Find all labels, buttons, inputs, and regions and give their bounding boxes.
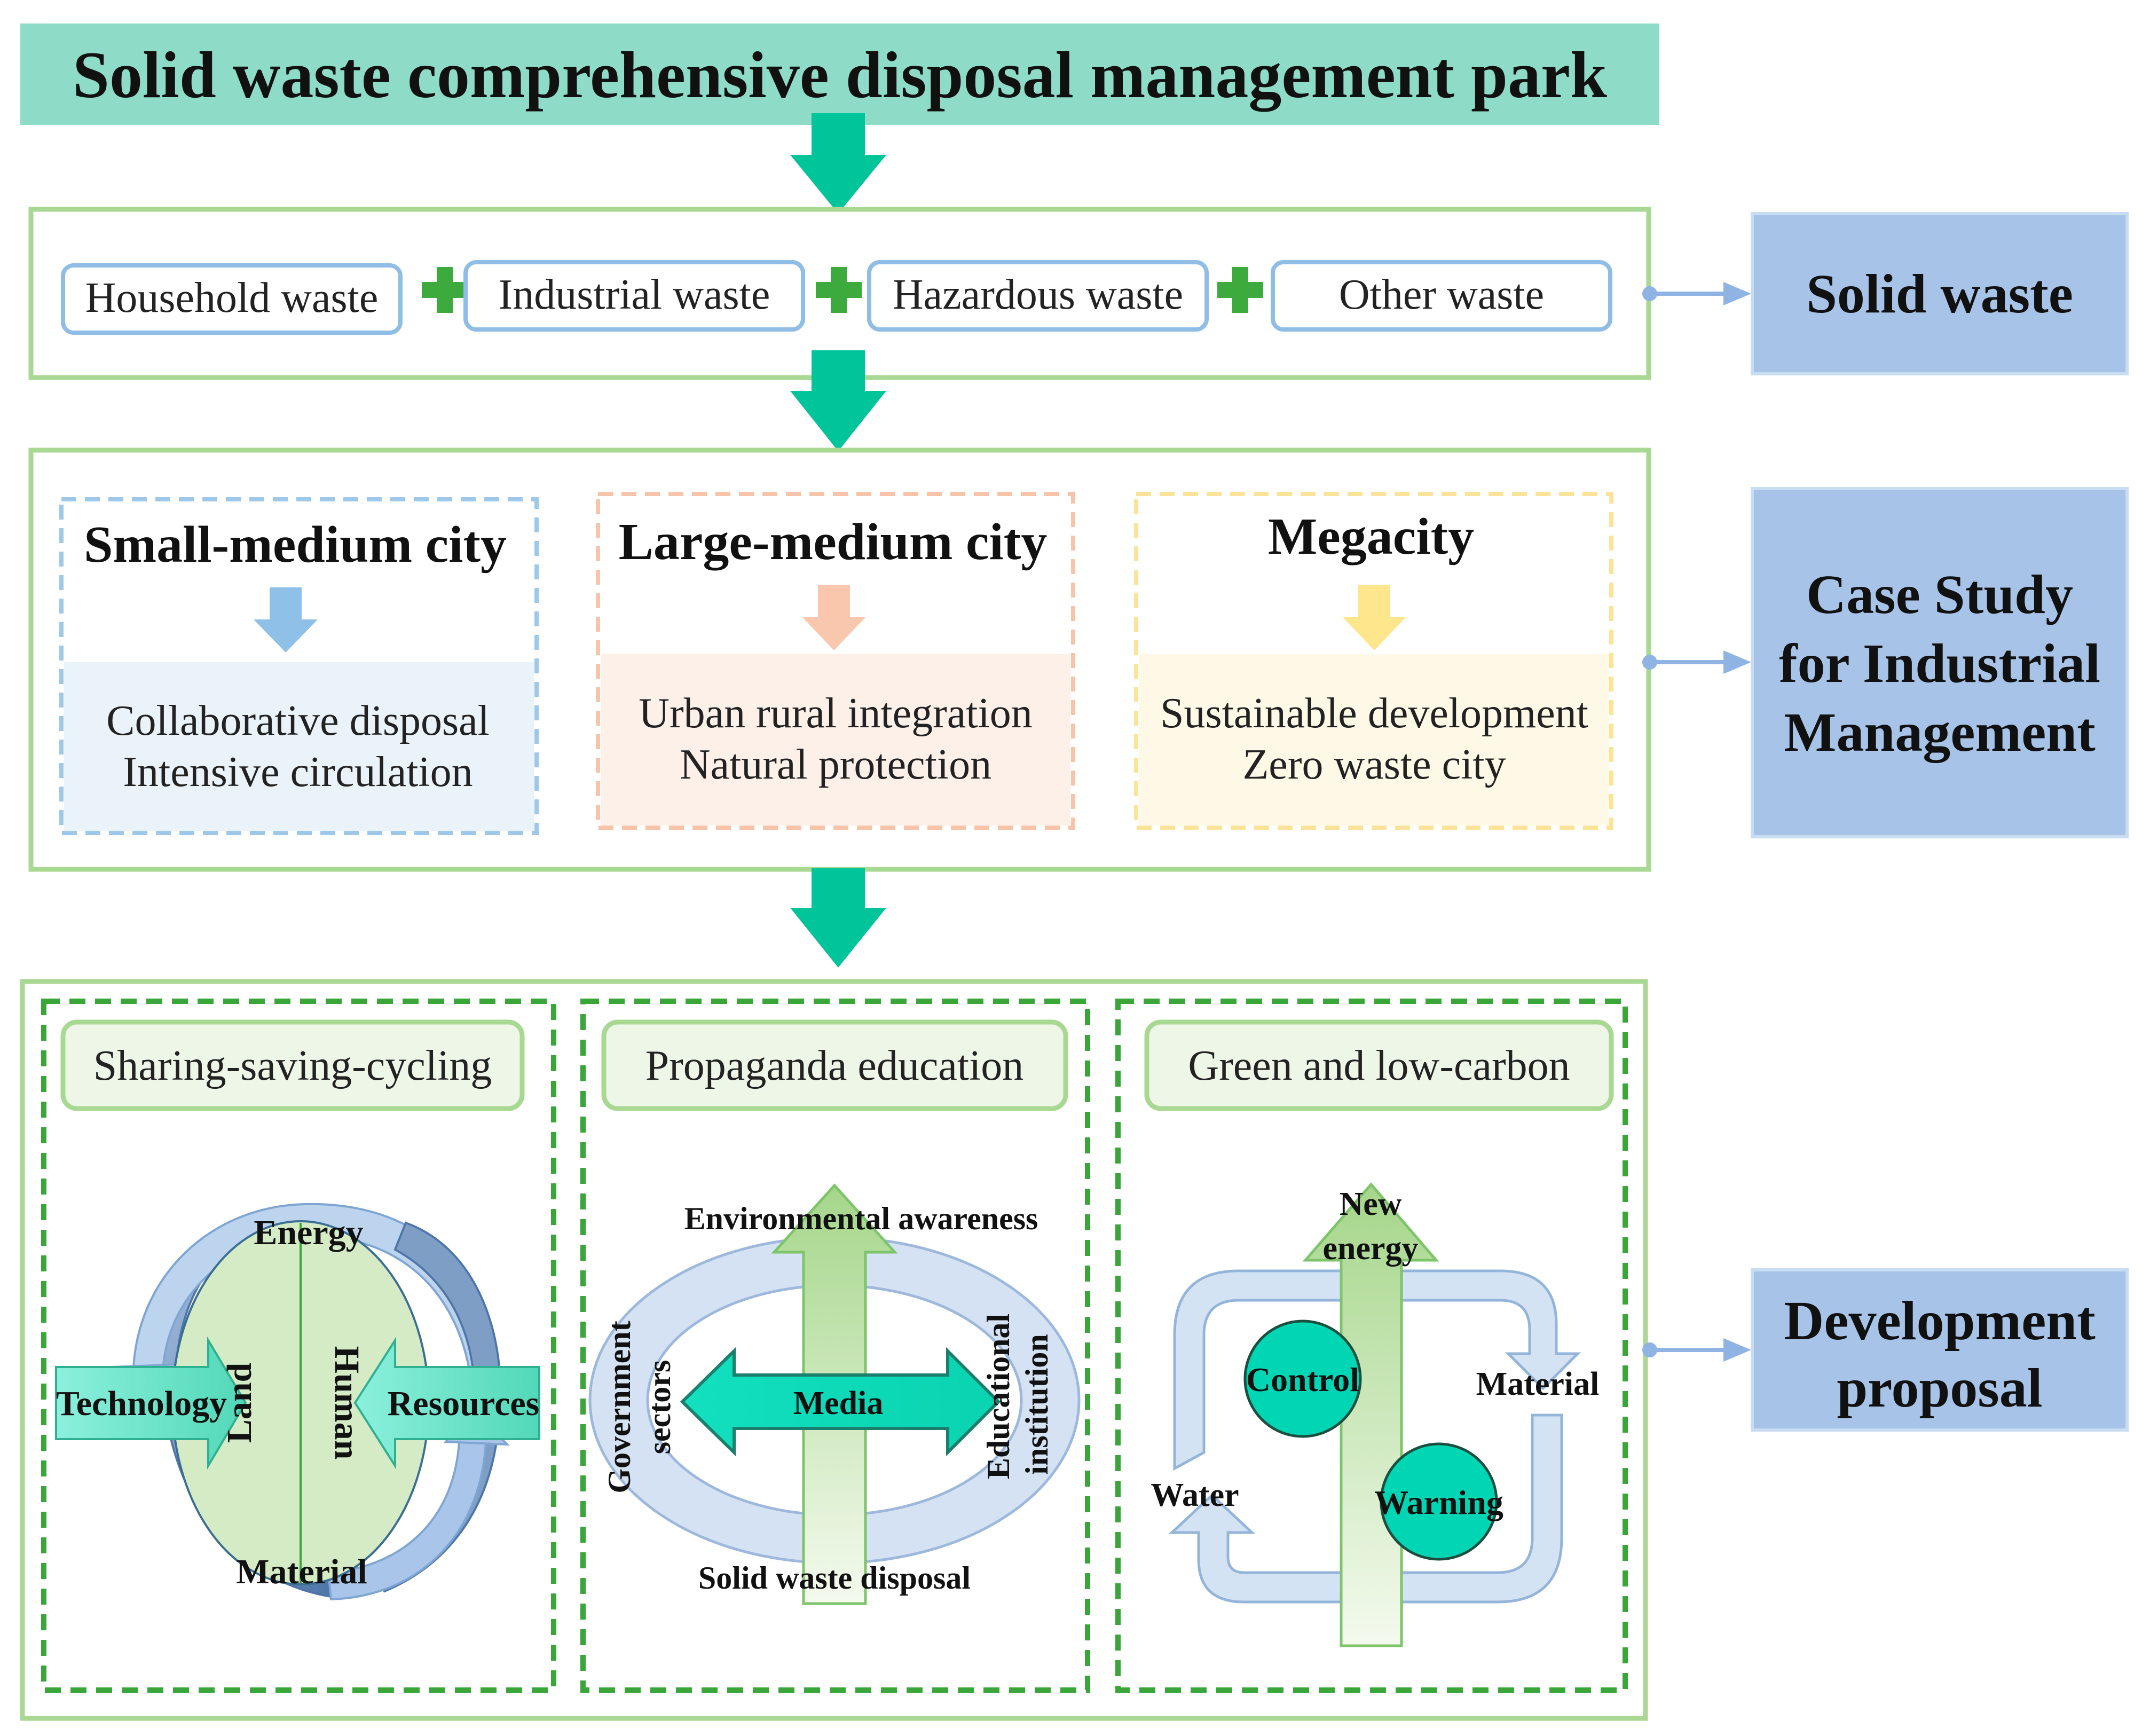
side-label-development-line-2: proposal xyxy=(1837,1357,2042,1419)
connector-arrowhead xyxy=(1723,1338,1751,1362)
side-label-case-study-line-3: Management xyxy=(1784,702,2096,763)
label-educational: Educational xyxy=(981,1314,1016,1479)
label-media: Media xyxy=(793,1385,884,1421)
waste-label-household: Household waste xyxy=(85,274,379,321)
label-energy: energy xyxy=(1322,1230,1418,1267)
side-label-case-study-line-2: for Industrial xyxy=(1779,633,2100,694)
proposal-panel-green xyxy=(1115,999,1628,1693)
proposal-title-box-green xyxy=(1144,1019,1614,1111)
waste-box-other xyxy=(1271,260,1612,332)
plus-icon xyxy=(1217,267,1263,313)
label-government: Government xyxy=(602,1321,637,1493)
control-circle xyxy=(1243,1319,1362,1438)
side-label-case-study-line-1: Case Study xyxy=(1806,564,2073,625)
side-label-case-study xyxy=(1751,487,2129,838)
label-control: Control xyxy=(1246,1361,1359,1399)
label-warning: Warning xyxy=(1374,1483,1503,1521)
label-resources: Resources xyxy=(388,1384,540,1423)
down-arrow-icon xyxy=(802,585,866,650)
label-solid-waste-disposal: Solid waste disposal xyxy=(698,1560,971,1596)
city-card-large-medium-fill xyxy=(601,654,1070,826)
proposal-title-box-propaganda xyxy=(601,1019,1068,1111)
propaganda-graphic: Environmental awareness Solid waste disp… xyxy=(588,1183,1081,1605)
proposal-title-sharing: Sharing-saving-cycling xyxy=(93,1042,492,1089)
side-label-solid-waste xyxy=(1751,212,2129,375)
label-human: Human xyxy=(327,1346,366,1460)
new-energy-arrow xyxy=(1302,1182,1439,1647)
label-water: Water xyxy=(1151,1477,1239,1513)
city-name-megacity: Megacity xyxy=(1268,508,1474,565)
label-environmental-awareness: Environmental awareness xyxy=(684,1201,1038,1236)
waste-label-industrial: Industrial waste xyxy=(499,271,770,318)
waste-label-hazardous: Hazardous waste xyxy=(893,271,1183,318)
connector-arrowhead xyxy=(1723,282,1751,305)
city-line-megacity-1: Sustainable development xyxy=(1160,690,1588,737)
city-line-small-medium-2: Intensive circulation xyxy=(123,749,472,796)
proposal-title-green: Green and low-carbon xyxy=(1188,1042,1570,1089)
title-banner xyxy=(20,23,1659,125)
proposal-panel-sharing xyxy=(41,999,556,1693)
label-material: Material xyxy=(1476,1366,1600,1402)
side-label-development xyxy=(1751,1268,2129,1432)
flow-arrow-2 xyxy=(790,350,886,451)
green-graphic: New energy Control Warning Material Wate… xyxy=(1151,1182,1600,1647)
sharing-cycle-graphic: Energy Material Technology Resources Lan… xyxy=(55,1203,540,1601)
label-land: Land xyxy=(220,1363,259,1443)
city-name-small-medium: Small-medium city xyxy=(84,516,507,574)
label-institution: institution xyxy=(1019,1334,1054,1474)
waste-box-hazardous xyxy=(867,260,1209,332)
waste-label-other: Other waste xyxy=(1339,271,1544,318)
flow-arrow-3 xyxy=(790,868,886,968)
warning-circle xyxy=(1380,1442,1498,1561)
proposal-title-propaganda: Propaganda education xyxy=(645,1042,1024,1089)
label-sectors: sectors xyxy=(642,1360,677,1455)
cycle-band-bottom xyxy=(1168,1413,1563,1604)
page-title: Solid waste comprehensive disposal manag… xyxy=(73,38,1607,112)
city-card-small-medium-fill xyxy=(64,662,534,831)
plus-icon xyxy=(422,267,468,313)
proposal-panel-propaganda xyxy=(580,999,1090,1693)
cycle-band-top xyxy=(1173,1269,1581,1471)
city-line-large-medium-1: Urban rural integration xyxy=(639,690,1033,737)
label-energy: Energy xyxy=(254,1213,363,1252)
resources-arrow xyxy=(353,1337,540,1470)
label-material: Material xyxy=(236,1552,367,1591)
plus-icon xyxy=(816,267,862,313)
city-line-large-medium-2: Natural protection xyxy=(680,741,991,788)
flow-arrow-1 xyxy=(790,113,886,214)
proposal-title-box-sharing xyxy=(60,1019,525,1111)
label-technology: Technology xyxy=(56,1384,227,1423)
side-label-development-line-1: Development xyxy=(1784,1290,2096,1352)
city-card-megacity-fill xyxy=(1139,654,1609,826)
technology-arrow xyxy=(55,1336,247,1470)
city-name-large-medium: Large-medium city xyxy=(619,513,1048,571)
city-line-megacity-2: Zero waste city xyxy=(1242,741,1506,788)
waste-box-household xyxy=(61,263,403,335)
side-label-solid-waste-text: Solid waste xyxy=(1806,263,2073,325)
waste-box-industrial xyxy=(463,260,805,332)
down-arrow-icon xyxy=(254,587,318,653)
media-arrow xyxy=(680,1347,1001,1457)
label-new: New xyxy=(1339,1186,1401,1222)
ring-ellipse xyxy=(588,1236,1081,1565)
connector-arrowhead xyxy=(1723,650,1751,674)
down-arrow-icon xyxy=(1342,585,1406,650)
city-line-small-medium-1: Collaborative disposal xyxy=(106,697,490,744)
